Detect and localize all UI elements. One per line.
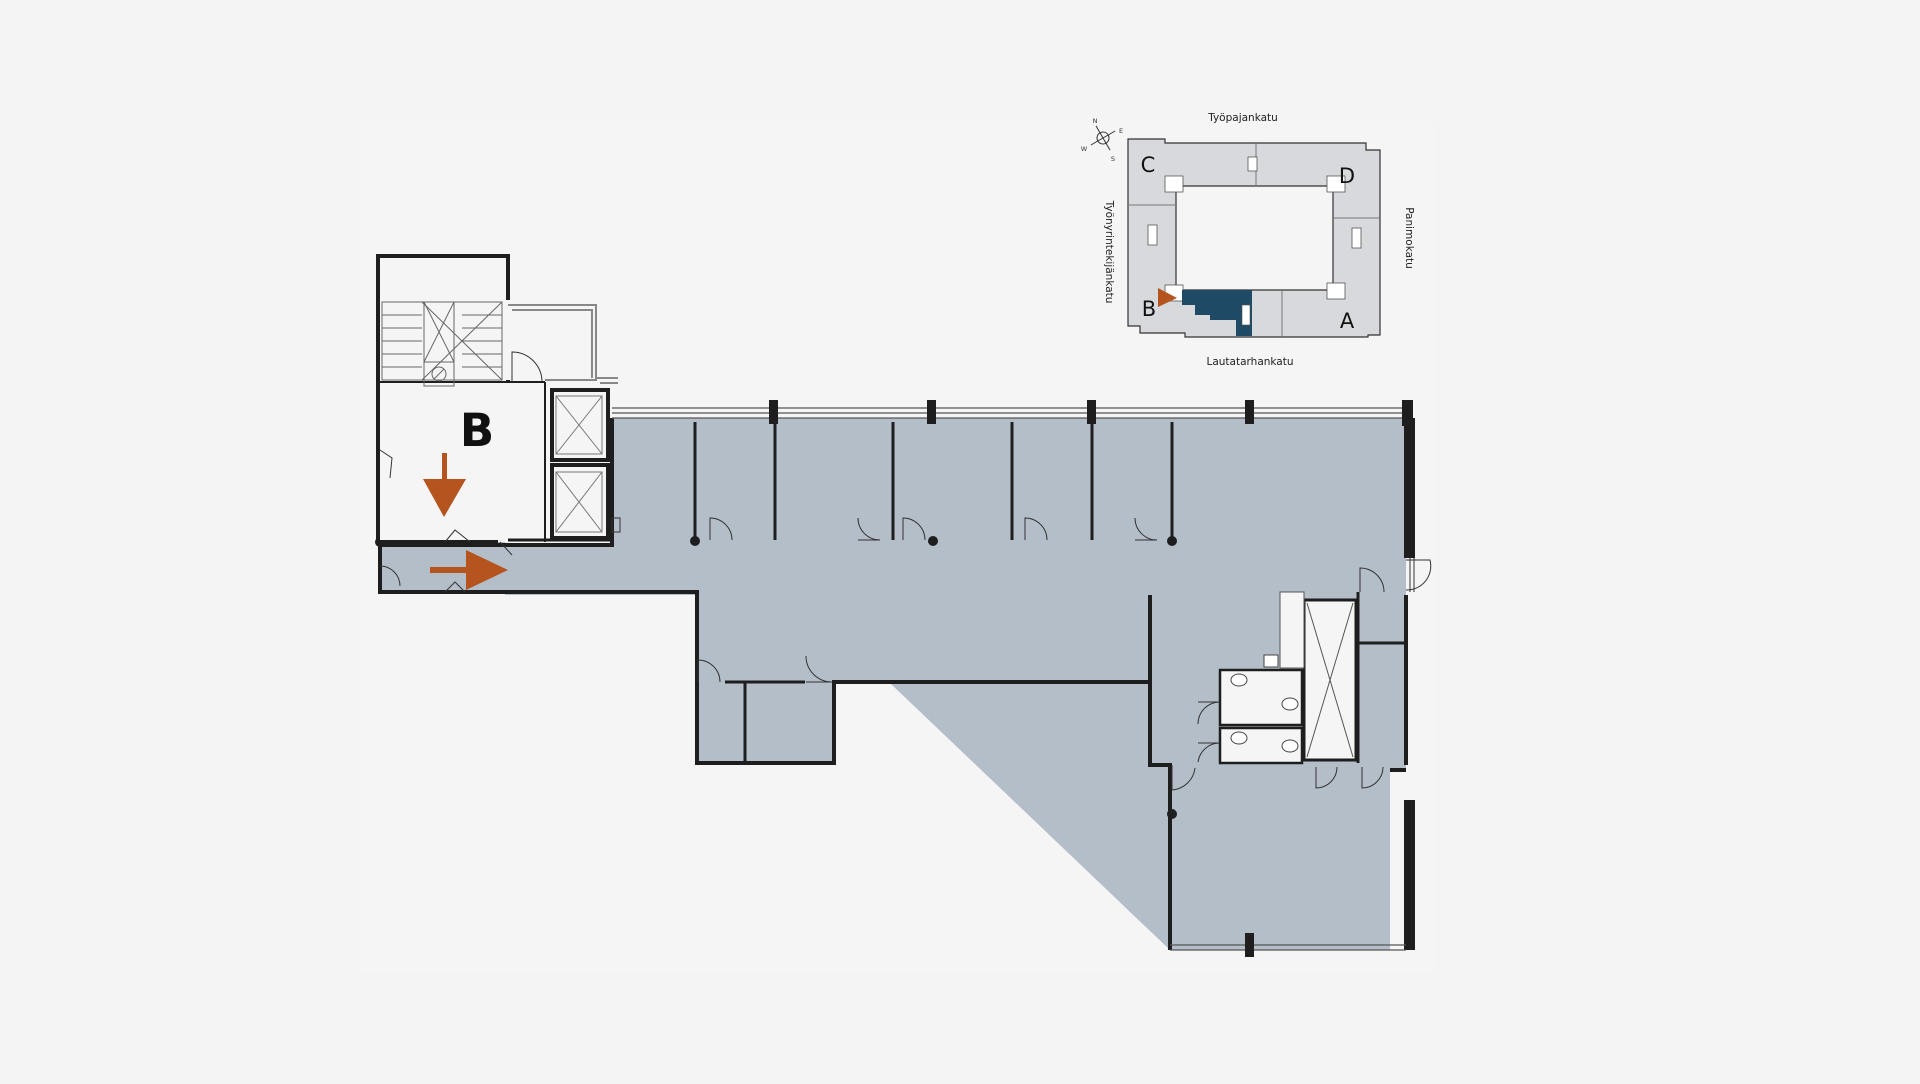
side-room-outline [508,304,618,384]
north-facade-columns [769,400,1413,426]
key-map-cores [1147,156,1362,302]
key-map-entrance-d: D [1339,164,1355,188]
elevator-shaft-1 [550,388,610,462]
east-facade-columns [1404,418,1415,950]
key-map-arrow-icon [1158,288,1177,307]
structural-columns [375,536,1177,819]
staircase-small [1279,591,1305,669]
elevator-cross [555,395,603,533]
lobby-doors [379,449,621,593]
staircase [381,301,503,387]
south-facade-windows [1170,944,1406,951]
exterior-walls [378,418,1408,950]
fixtures [1230,654,1299,753]
compass-e: E [1119,127,1123,135]
compass-s: S [1111,155,1115,163]
key-map-entrance-c: C [1141,153,1156,177]
stairwell-lobby-b: B [376,254,621,593]
key-map-highlight-core [1241,304,1251,326]
door-swings [697,517,1432,791]
street-label-north: Työpajankatu [1207,112,1278,124]
entrance-b-label: B [460,404,494,457]
shaft-cross [1306,602,1354,758]
entrance-arrow-down-icon [423,453,466,517]
key-map-entrance-a: A [1340,309,1355,333]
street-label-west: Työnyrintekijänkatu [1103,200,1115,304]
entrance-arrow-right-icon [430,550,508,590]
side-room-door [511,351,543,383]
key-map-entrance-b: B [1142,297,1156,321]
north-facade-windows [612,407,1406,419]
interior-walls [505,422,1406,763]
compass-n: N [1093,117,1098,125]
south-facade-column [1245,933,1254,957]
key-map-highlight-area [1182,290,1252,336]
street-label-east: Panimokatu [1403,207,1415,269]
street-label-south: Lautatarhankatu [1206,356,1293,368]
key-map: C D B A Työpajankatu Lautatarhankatu Pan… [1081,112,1415,368]
tenant-space-wing [505,418,1406,950]
compass-w: W [1081,145,1088,153]
key-map-building [1127,138,1381,338]
compass-rose-icon [1090,125,1116,151]
